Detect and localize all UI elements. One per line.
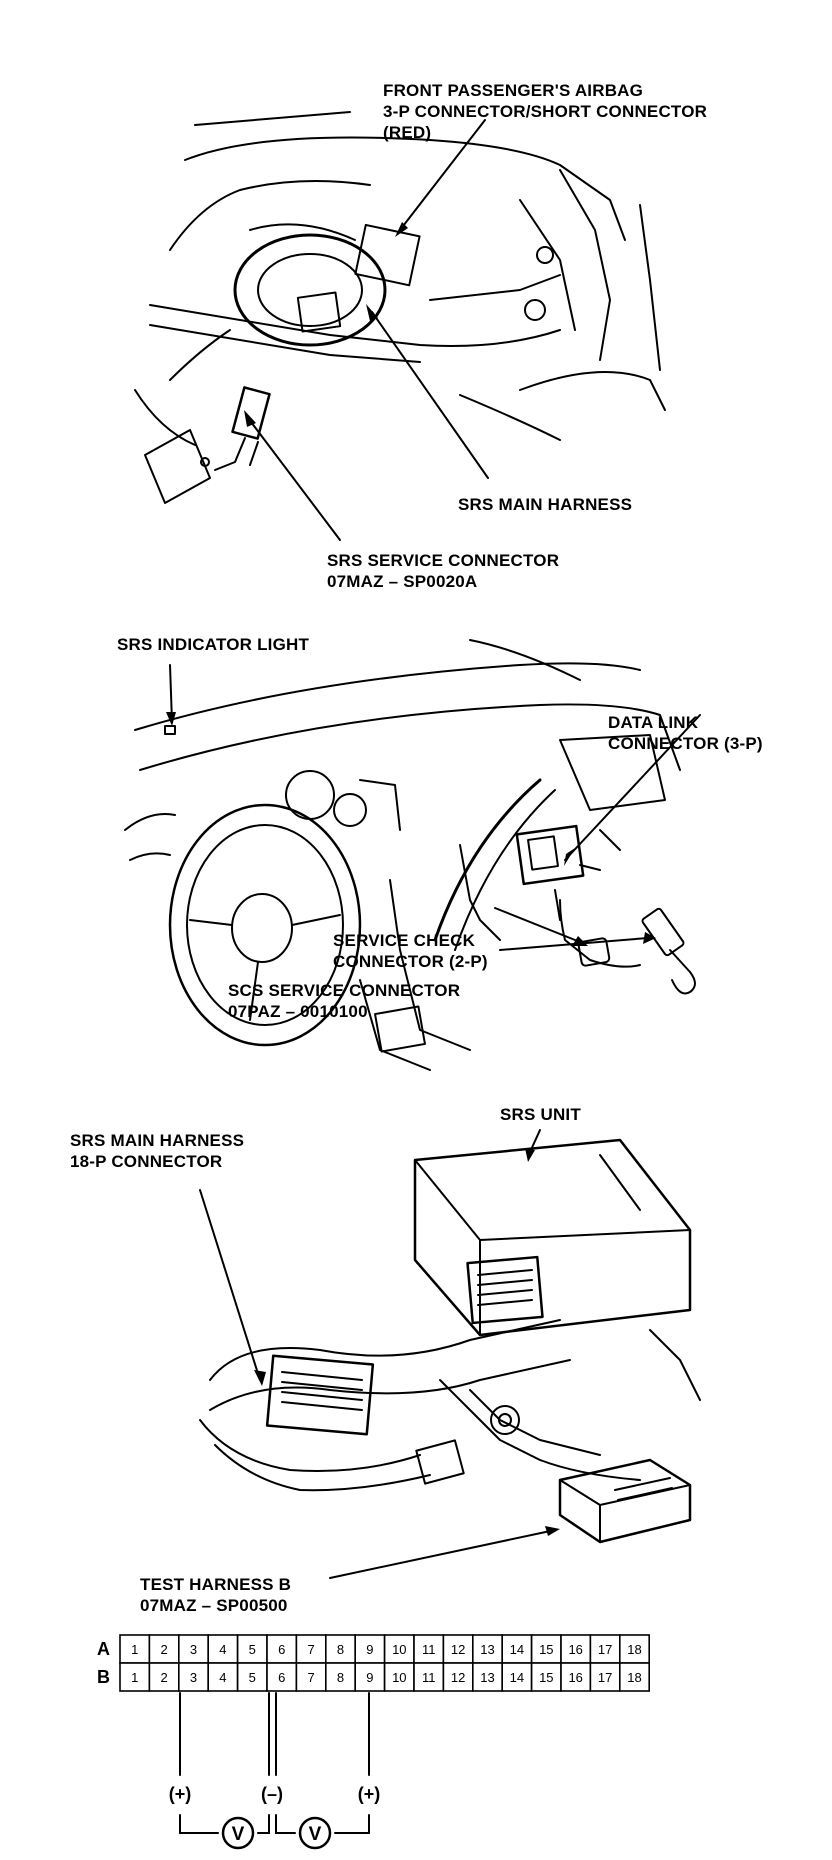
terminal-number: 13 xyxy=(480,1642,494,1657)
terminal-number: 2 xyxy=(160,1642,167,1657)
terminal-number: 14 xyxy=(510,1642,524,1657)
terminal-cell xyxy=(413,1634,445,1664)
terminal-cell xyxy=(236,1662,268,1692)
scs-service-connector-label: SCS SERVICE CONNECTOR 07PAZ – 0010100 xyxy=(228,981,461,1021)
terminal-number: 7 xyxy=(307,1670,314,1685)
terminal-number: 18 xyxy=(627,1642,641,1657)
terminal-cell xyxy=(501,1662,533,1692)
terminal-number: 9 xyxy=(366,1670,373,1685)
polarity-positive-right: (+) xyxy=(358,1784,381,1804)
terminal-number: 7 xyxy=(307,1642,314,1657)
srs-main-harness-label: SRS MAIN HARNESS xyxy=(458,495,633,514)
terminal-cell xyxy=(383,1662,415,1692)
srs-main-harness-18p-label: SRS MAIN HARNESS 18-P CONNECTOR xyxy=(70,1131,245,1171)
terminal-number: 8 xyxy=(337,1670,344,1685)
terminal-number: 1 xyxy=(131,1642,138,1657)
terminal-number: 4 xyxy=(219,1670,226,1685)
terminal-cell xyxy=(324,1662,356,1692)
data-link-connector-label: DATA LINK CONNECTOR (3-P) xyxy=(608,713,763,753)
voltmeter-right-label: V xyxy=(309,1824,322,1845)
terminal-number: 5 xyxy=(249,1642,256,1657)
terminal-number: 11 xyxy=(422,1642,436,1657)
terminal-number: 3 xyxy=(190,1670,197,1685)
test-harness-b-label: TEST HARNESS B 07MAZ – SP00500 xyxy=(140,1575,292,1615)
terminal-number: 17 xyxy=(598,1642,612,1657)
terminal-number: 18 xyxy=(627,1670,641,1685)
terminal-cell xyxy=(442,1662,474,1692)
srs-service-connector-label: SRS SERVICE CONNECTOR 07MAZ – SP0020A xyxy=(327,551,560,591)
terminal-number: 16 xyxy=(568,1670,582,1685)
terminal-cell xyxy=(354,1634,386,1664)
terminal-cell xyxy=(207,1662,239,1692)
terminal-cell xyxy=(178,1634,210,1664)
terminal-number: 10 xyxy=(392,1670,406,1685)
terminal-cell xyxy=(354,1662,386,1692)
terminal-number: 1 xyxy=(131,1670,138,1685)
terminal-cell xyxy=(618,1634,650,1664)
terminal-number: 3 xyxy=(190,1642,197,1657)
terminal-cell xyxy=(471,1634,503,1664)
terminal-row-label: A xyxy=(97,1639,110,1659)
terminal-number: 8 xyxy=(337,1642,344,1657)
voltmeter-left-symbol xyxy=(221,1816,255,1850)
terminal-number: 15 xyxy=(539,1642,553,1657)
terminal-number: 12 xyxy=(451,1642,465,1657)
terminal-cell xyxy=(471,1662,503,1692)
terminal-number: 17 xyxy=(598,1670,612,1685)
terminal-number: 5 xyxy=(249,1670,256,1685)
srs-indicator-light-label: SRS INDICATOR LIGHT xyxy=(117,635,310,654)
terminal-cell xyxy=(236,1634,268,1664)
terminal-cell xyxy=(618,1662,650,1692)
terminal-number: 6 xyxy=(278,1642,285,1657)
polarity-negative: (–) xyxy=(261,1784,283,1804)
passenger-airbag-connector-label: FRONT PASSENGER'S AIRBAG 3-P CONNECTOR/S… xyxy=(383,81,708,142)
terminal-number: 9 xyxy=(366,1642,373,1657)
terminal-number: 6 xyxy=(278,1670,285,1685)
terminal-number: 2 xyxy=(160,1670,167,1685)
terminal-cell xyxy=(295,1634,327,1664)
terminal-cell xyxy=(530,1662,562,1692)
srs-unit-label: SRS UNIT xyxy=(500,1105,581,1124)
terminal-number: 16 xyxy=(568,1642,582,1657)
terminal-number: 13 xyxy=(480,1670,494,1685)
voltmeter-left-label: V xyxy=(232,1824,245,1845)
terminal-number: 11 xyxy=(422,1670,436,1685)
panel3-srs-unit-drawing xyxy=(199,1129,701,1579)
voltmeter-right-symbol xyxy=(298,1816,332,1850)
terminal-number: 15 xyxy=(539,1670,553,1685)
terminal-number: 4 xyxy=(219,1642,226,1657)
terminal-cell xyxy=(266,1662,298,1692)
terminal-number: 14 xyxy=(510,1670,524,1685)
terminal-number: 10 xyxy=(392,1642,406,1657)
terminal-row-label: B xyxy=(97,1667,110,1687)
polarity-positive-left: (+) xyxy=(169,1784,192,1804)
terminal-number: 12 xyxy=(451,1670,465,1685)
terminal-cell xyxy=(442,1634,474,1664)
terminal-cell xyxy=(589,1662,621,1692)
panel2-instrument-panel-drawing xyxy=(124,639,701,1071)
panel1-dashboard-drawing xyxy=(134,111,666,541)
service-check-connector-label: SERVICE CHECK CONNECTOR (2-P) xyxy=(333,931,488,971)
